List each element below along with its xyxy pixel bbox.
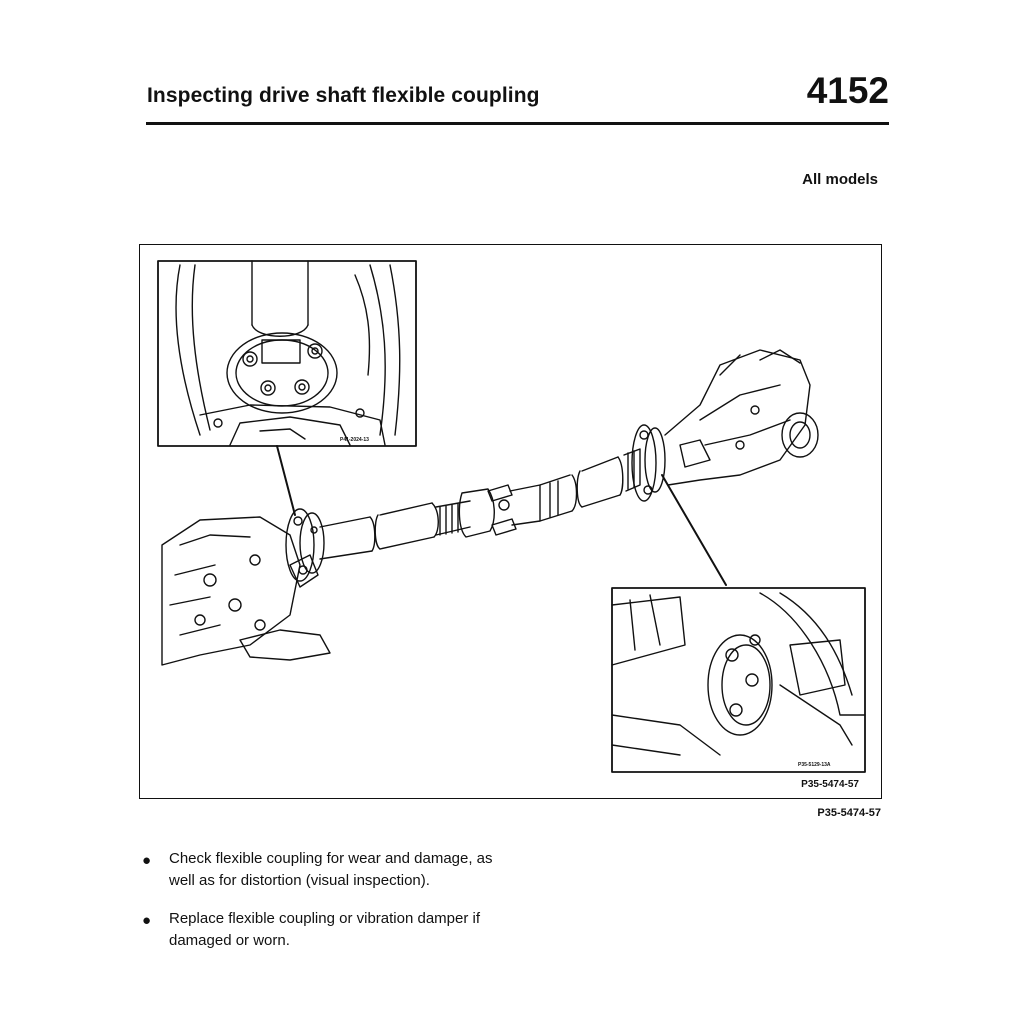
center-universal-joint bbox=[458, 474, 573, 538]
instruction-list: ● Check flexible coupling for wear and d… bbox=[140, 848, 500, 968]
bottom-inset-detail bbox=[611, 587, 866, 773]
section-code: 4152 bbox=[806, 70, 889, 111]
rear-differential bbox=[664, 349, 819, 486]
bullet-icon: ● bbox=[142, 912, 152, 929]
figure-inner-reference: P35-5474-57 bbox=[801, 779, 859, 790]
front-flexible-coupling bbox=[285, 508, 325, 582]
bullet-icon: ● bbox=[142, 852, 152, 869]
inset-top-ref: P41-2024-13 bbox=[340, 437, 369, 443]
instruction-text: Check flexible coupling for wear and dam… bbox=[169, 850, 493, 889]
instruction-text: Replace flexible coupling or vibration d… bbox=[169, 910, 481, 949]
transmission-housing bbox=[161, 516, 331, 666]
drive-shaft-drawing: P41-2024-13 bbox=[157, 260, 866, 773]
applicability-label: All models bbox=[802, 171, 878, 188]
figure-reference: P35-5474-57 bbox=[817, 807, 881, 819]
instruction-item: ● Replace flexible coupling or vibration… bbox=[140, 908, 500, 952]
header-rule bbox=[146, 122, 889, 125]
front-shaft-tube bbox=[319, 500, 471, 560]
rear-shaft-tube bbox=[571, 448, 641, 512]
inset-bottom-ref: P35-5129-13A bbox=[798, 762, 831, 768]
rear-flexible-coupling bbox=[631, 424, 666, 502]
instruction-item: ● Check flexible coupling for wear and d… bbox=[140, 848, 500, 892]
page-title: Inspecting drive shaft flexible coupling bbox=[147, 84, 540, 107]
drive-shaft-illustration: P41-2024-13 bbox=[139, 244, 882, 799]
top-inset-detail bbox=[157, 260, 417, 447]
